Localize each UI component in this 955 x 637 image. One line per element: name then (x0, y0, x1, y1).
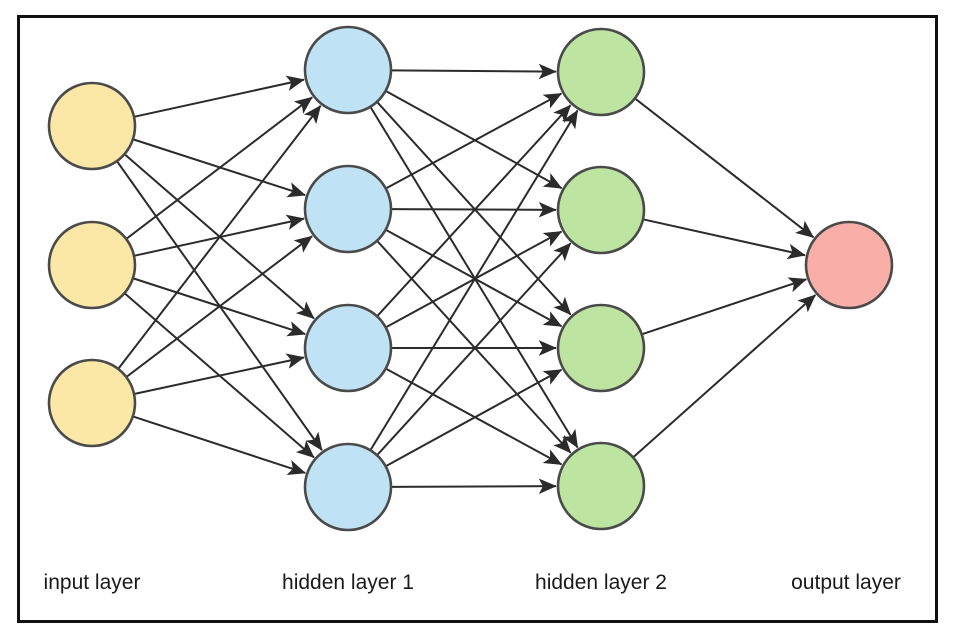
edge-hidden1-1-to-hidden2-1 (390, 63, 557, 80)
node-input-2[interactable] (47, 220, 137, 310)
edge-input-3-to-hidden1-2 (125, 235, 313, 378)
edge-hidden1-2-to-hidden2-2 (390, 201, 557, 218)
node-hidden1-3[interactable] (303, 303, 393, 393)
node-hidden1-1[interactable] (303, 25, 393, 115)
edge-hidden2-2-to-output-1 (642, 218, 806, 260)
node-hidden1-2[interactable] (303, 164, 393, 254)
edge-input-3-to-hidden1-4 (132, 415, 306, 476)
edge-hidden1-4-to-hidden2-3 (385, 368, 563, 468)
edge-hidden2-3-to-output-1 (641, 277, 808, 336)
edge-hidden2-1-to-output-1 (634, 97, 815, 239)
node-hidden2-1[interactable] (556, 27, 646, 117)
edge-input-3-to-hidden1-1 (117, 105, 322, 370)
layer-labels-group: input layer hidden layer 1 hidden layer 2 o… (44, 571, 901, 594)
edge-input-3-to-hidden1-3 (133, 353, 305, 395)
node-hidden2-3[interactable] (556, 303, 646, 393)
edge-hidden1-1-to-hidden2-2 (385, 89, 563, 190)
edge-hidden1-4-to-hidden2-2 (376, 242, 572, 456)
node-input-3[interactable] (47, 358, 137, 448)
edge-input-2-to-hidden1-1 (125, 96, 313, 240)
edge-hidden1-2-to-hidden2-3 (385, 228, 563, 328)
layer-label-input: input layer (44, 571, 141, 594)
edge-hidden1-3-to-hidden2-4 (385, 367, 563, 466)
edge-hidden1-2-to-hidden2-4 (376, 240, 572, 454)
edge-hidden2-4-to-output-1 (632, 294, 817, 459)
node-hidden1-4[interactable] (303, 442, 393, 532)
layer-label-hidden2: hidden layer 2 (535, 571, 667, 594)
edges-group (116, 63, 817, 495)
node-output-1[interactable] (804, 220, 894, 310)
node-hidden2-4[interactable] (556, 441, 646, 531)
edge-hidden1-3-to-hidden2-1 (376, 104, 572, 317)
edge-hidden1-4-to-hidden2-4 (390, 478, 557, 495)
nodes-group (47, 25, 894, 532)
layer-label-hidden1: hidden layer 1 (282, 571, 414, 594)
edge-hidden1-4-to-hidden2-1 (369, 109, 579, 451)
node-input-1[interactable] (47, 81, 137, 171)
layer-label-output: output layer (791, 571, 901, 594)
edge-hidden1-2-to-hidden2-1 (385, 92, 563, 190)
node-hidden2-2[interactable] (556, 165, 646, 255)
diagram-frame (17, 15, 938, 623)
edge-input-1-to-hidden1-1 (133, 75, 305, 118)
